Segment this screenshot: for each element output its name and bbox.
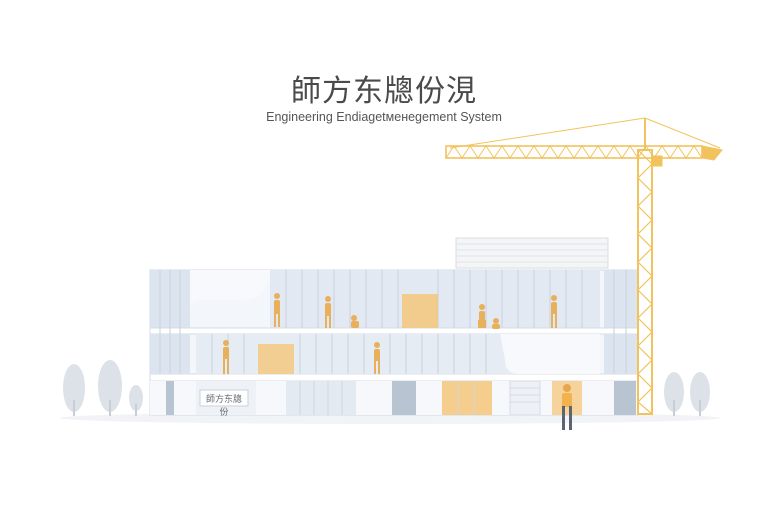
tower-crane bbox=[445, 117, 723, 415]
building-sign bbox=[199, 389, 249, 407]
page-subtitle: Engineering Endiagetменеgement System bbox=[266, 110, 502, 124]
accent-panel bbox=[258, 344, 294, 374]
building-sign-label: 師方东牕份 bbox=[205, 395, 242, 418]
trees-right bbox=[664, 372, 710, 416]
page-title: 師方东牕份涀 bbox=[291, 74, 477, 109]
worker-figure bbox=[562, 384, 572, 430]
rooftop-structure bbox=[455, 237, 609, 269]
workers bbox=[223, 293, 557, 374]
accent-panel bbox=[402, 294, 438, 328]
trees-left bbox=[63, 360, 143, 416]
